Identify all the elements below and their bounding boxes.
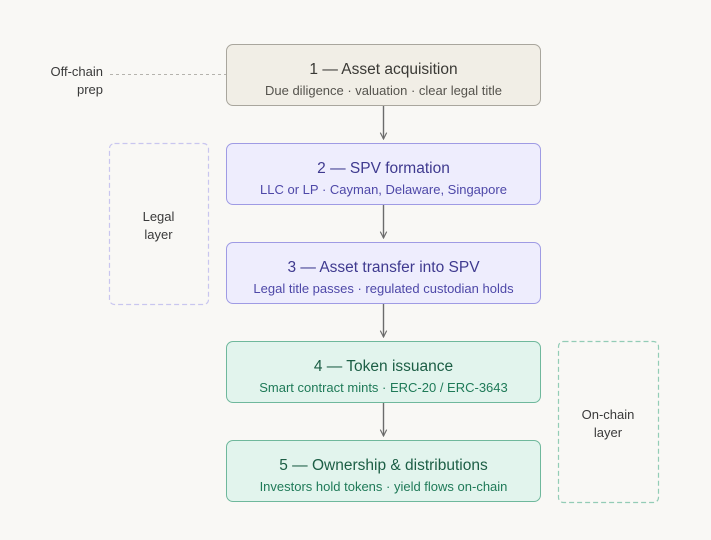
step-asset-transfer: 3 — Asset transfer into SPV Legal title … <box>226 242 541 304</box>
step-subtitle: Due diligence · valuation · clear legal … <box>264 83 502 98</box>
step-spv-formation: 2 — SPV formation LLC or LP · Cayman, De… <box>226 143 541 205</box>
onchain-label-line2: layer <box>593 425 623 440</box>
step-title: 5 — Ownership & distributions <box>279 457 488 474</box>
offchain-label-line2: prep <box>76 82 103 97</box>
step-subtitle: Smart contract mints · ERC-20 / ERC-3643 <box>259 380 508 395</box>
step-subtitle: Investors hold tokens · yield flows on-c… <box>259 479 508 494</box>
step-subtitle: LLC or LP · Cayman, Delaware, Singapore <box>260 182 507 197</box>
legal-label-line2: layer <box>144 227 173 242</box>
offchain-prep-label: Off-chain prep <box>20 63 103 99</box>
step-title: 1 — Asset acquisition <box>309 61 458 78</box>
step-title: 2 — SPV formation <box>317 160 450 177</box>
step-title: 4 — Token issuance <box>313 358 454 375</box>
onchain-layer-label: On-chain layer <box>559 406 657 442</box>
legal-layer-label: Legal layer <box>110 208 207 244</box>
legal-layer-bracket <box>108 142 210 306</box>
step-subtitle: Legal title passes · regulated custodian… <box>253 281 514 296</box>
step-token-issuance: 4 — Token issuance Smart contract mints … <box>226 341 541 403</box>
legal-label-line1: Legal <box>142 209 175 224</box>
offchain-label-line1: Off-chain <box>50 64 103 79</box>
step-title: 3 — Asset transfer into SPV <box>287 259 480 276</box>
onchain-label-line1: On-chain <box>581 407 635 422</box>
onchain-layer-bracket <box>557 340 660 504</box>
step-ownership-distributions: 5 — Ownership & distributions Investors … <box>226 440 541 502</box>
step-asset-acquisition: 1 — Asset acquisition Due diligence · va… <box>226 44 541 106</box>
